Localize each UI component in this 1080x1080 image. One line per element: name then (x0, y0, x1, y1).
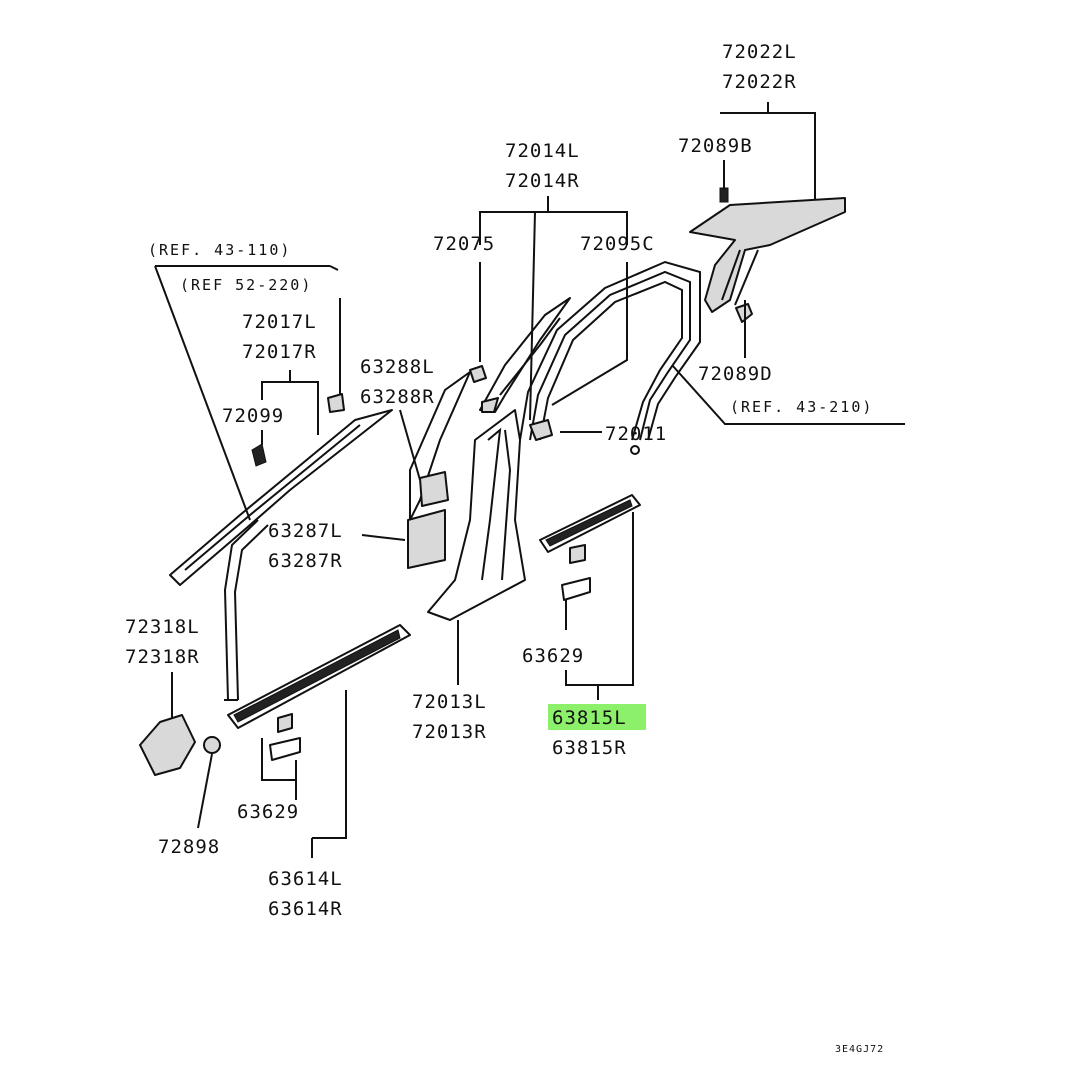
label-72011: 72011 (605, 423, 667, 445)
part-72318-cowl-trim (139, 714, 196, 776)
label-72014L: 72014L (505, 140, 580, 162)
label-63287L: 63287L (268, 520, 343, 542)
label-72089D: 72089D (698, 363, 773, 385)
label-ref-43-110: (REF. 43-110) (148, 241, 291, 259)
label-72075: 72075 (433, 233, 495, 255)
label-63287R: 63287R (268, 550, 343, 572)
label-72898: 72898 (158, 836, 220, 858)
diagram-code: 3E4GJ72 (835, 1044, 884, 1055)
label-72013R: 72013R (412, 721, 487, 743)
label-72013L: 72013L (412, 691, 487, 713)
label-63629-front: 63629 (237, 801, 299, 823)
label-63288R: 63288R (360, 386, 435, 408)
part-63614-scuff-plate (227, 624, 411, 729)
label-63614L: 63614L (268, 868, 343, 890)
label-72014R: 72014R (505, 170, 580, 192)
part-63287-trim (407, 509, 446, 569)
clip-72075 (469, 365, 487, 383)
label-72022L: 72022L (722, 41, 797, 63)
label-72318L: 72318L (125, 616, 200, 638)
clip-72011 (529, 419, 640, 455)
leader-lines (154, 102, 905, 858)
label-ref-52-220: (REF 52-220) (180, 276, 312, 294)
part-63629-clip-rear (561, 544, 591, 601)
label-63815L: 63815L (552, 707, 627, 729)
part-72013-pillar-lower (427, 409, 526, 621)
label-72318R: 72318R (125, 646, 200, 668)
part-72017-roof-rail (169, 409, 393, 586)
clip-72099 (251, 443, 267, 467)
part-front-weatherstrip (223, 519, 269, 701)
label-ref-43-210: (REF. 43-210) (730, 398, 873, 416)
label-63288L: 63288L (360, 356, 435, 378)
label-72017R: 72017R (242, 341, 317, 363)
part-72014-pillar-trim (479, 297, 571, 413)
part-labels: 72022L 72022R 72089B 72014L 72014R 72075… (125, 41, 884, 1055)
part-72022-quarter-trim (689, 197, 846, 313)
part-72898-cap (203, 736, 221, 754)
label-63629-rear: 63629 (522, 645, 584, 667)
label-72095C: 72095C (580, 233, 655, 255)
part-72095C-weatherstrip (519, 260, 701, 441)
label-63614R: 63614R (268, 898, 343, 920)
label-72022R: 72022R (722, 71, 797, 93)
part-63629-clip-front (269, 713, 301, 761)
label-63815R: 63815R (552, 737, 627, 759)
clip-ref-52-220 (327, 393, 345, 413)
highlight-63815L (548, 704, 646, 730)
label-72017L: 72017L (242, 311, 317, 333)
label-72099: 72099 (222, 405, 284, 427)
label-72089B: 72089B (678, 135, 753, 157)
clip-72089B (719, 187, 729, 203)
part-63815-scuff-plate (539, 494, 641, 553)
